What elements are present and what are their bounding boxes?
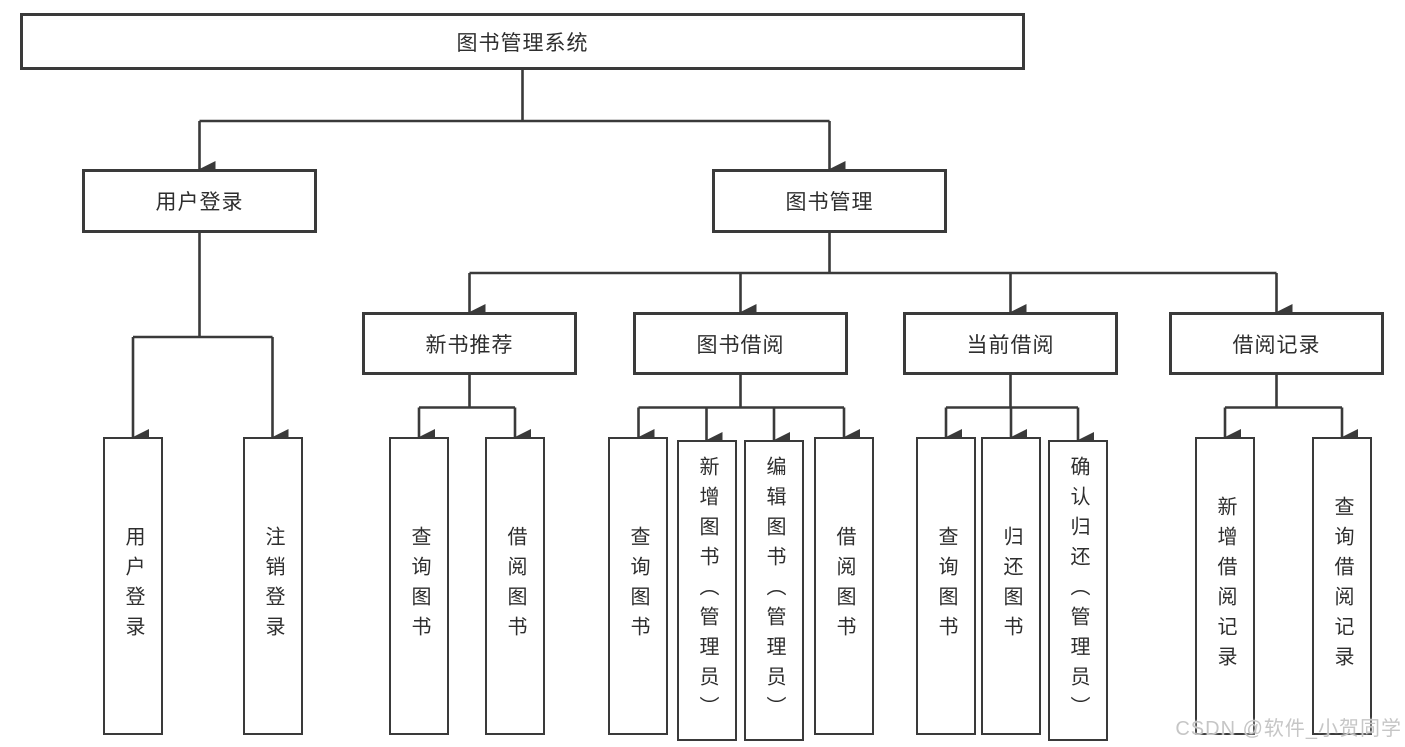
leaf-query-books-borrow: 查询图书 (608, 437, 668, 735)
leaf-user-login: 用户登录 (103, 437, 163, 735)
node-label: 借阅记录 (1232, 333, 1321, 357)
leaf-label: 查询图书 (408, 526, 430, 646)
node-book-borrow: 图书借阅 (633, 312, 848, 375)
leaf-label: 新增借阅记录 (1214, 496, 1236, 676)
node-borrow-records: 借阅记录 (1169, 312, 1384, 375)
leaf-edit-book-admin: 编辑图书（管理员） (744, 440, 804, 741)
leaf-query-books-current: 查询图书 (916, 437, 976, 735)
connector-current-borrow-rail (946, 375, 1078, 409)
node-root-system: 图书管理系统 (20, 13, 1025, 70)
node-label: 当前借阅 (966, 333, 1055, 357)
leaf-label: 查询图书 (627, 526, 649, 646)
node-label: 新书推荐 (425, 333, 514, 357)
connector-borrow-records-rail (1225, 375, 1342, 409)
connector-book-management-rail (469, 233, 1277, 275)
connector-user-login-rail (133, 233, 273, 339)
leaf-label: 注销登录 (262, 526, 284, 646)
leaf-label: 用户登录 (122, 526, 144, 646)
leaf-query-books-recommend: 查询图书 (389, 437, 449, 735)
node-new-book-recommend: 新书推荐 (362, 312, 577, 375)
node-current-borrow: 当前借阅 (903, 312, 1118, 375)
node-user-login: 用户登录 (82, 169, 317, 233)
leaf-label: 确认归还（管理员） (1067, 455, 1089, 726)
connector-new-book-recommend-rail (419, 375, 515, 409)
node-book-management: 图书管理 (712, 169, 947, 233)
leaf-borrow-books-borrow: 借阅图书 (814, 437, 874, 735)
leaf-borrow-books-recommend: 借阅图书 (485, 437, 545, 735)
leaf-add-book-admin: 新增图书（管理员） (677, 440, 737, 741)
leaf-add-borrow-record: 新增借阅记录 (1195, 437, 1255, 735)
leaf-label: 借阅图书 (504, 526, 526, 646)
csdn-watermark: CSDN @软件_小贺同学 (1175, 718, 1402, 740)
leaf-label: 新增图书（管理员） (696, 455, 718, 726)
leaf-label: 借阅图书 (833, 526, 855, 646)
leaf-confirm-return-admin: 确认归还（管理员） (1048, 440, 1108, 741)
node-label: 图书管理 (785, 191, 874, 214)
leaf-return-book: 归还图书 (981, 437, 1041, 735)
node-label: 图书借阅 (696, 333, 785, 357)
leaf-query-borrow-record: 查询借阅记录 (1312, 437, 1372, 735)
leaf-label: 归还图书 (1000, 526, 1022, 646)
connector-root-rail (199, 70, 830, 123)
leaf-label: 查询借阅记录 (1331, 496, 1353, 676)
node-label: 图书管理系统 (456, 31, 589, 55)
leaf-label: 编辑图书（管理员） (763, 455, 785, 726)
leaf-logout: 注销登录 (243, 437, 303, 735)
node-label: 用户登录 (155, 191, 244, 214)
leaf-label: 查询图书 (935, 526, 957, 646)
connector-book-borrow-rail (638, 375, 844, 409)
